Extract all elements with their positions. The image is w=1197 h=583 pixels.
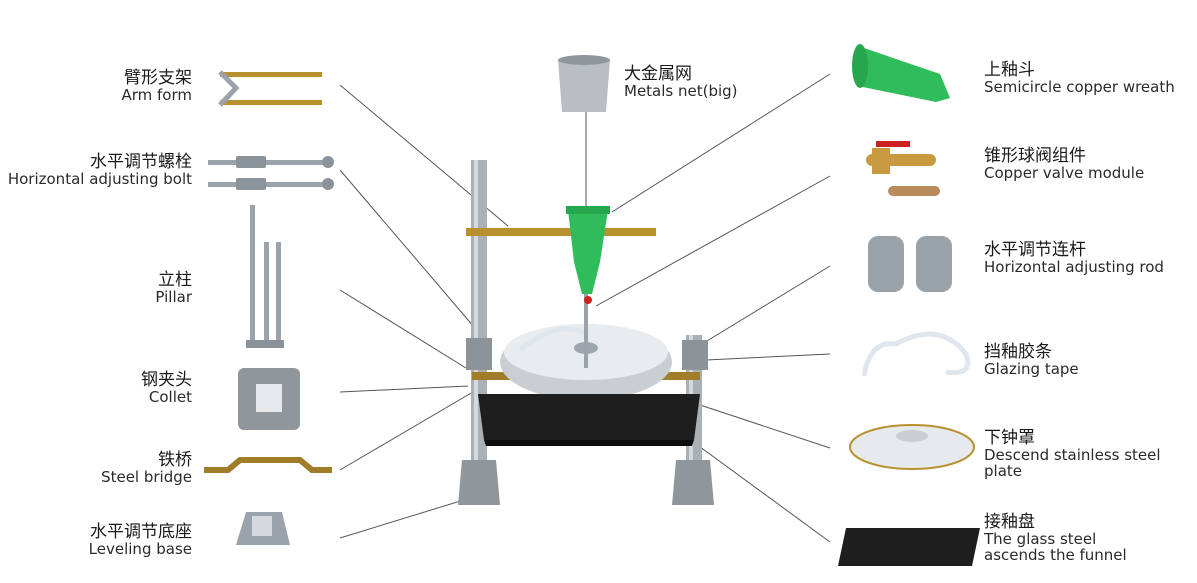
label-en: The glass steel — [984, 529, 1097, 548]
thumb-metals-net — [558, 55, 610, 112]
label-en: Collet — [148, 387, 192, 406]
thumb-bell — [849, 424, 975, 470]
thumb-tray — [838, 528, 980, 566]
label-zh: 上釉斗 — [984, 60, 1035, 80]
label-en: Descend stainless steel plate — [984, 445, 1161, 480]
label-en-line2: ascends the funnel — [984, 545, 1127, 564]
label-pillar: 立柱 Pillar — [80, 270, 192, 306]
thumb-glazing-tape — [861, 331, 971, 377]
thumb-steel-bridge — [204, 457, 332, 473]
label-en: Arm form — [121, 85, 192, 104]
leader-lines — [339, 73, 831, 543]
label-zh: 钢夹头 — [141, 370, 192, 390]
label-en: Pillar — [155, 287, 192, 306]
label-en: Copper valve module — [984, 163, 1145, 182]
thumb-valve — [866, 141, 940, 196]
label-zh: 立柱 — [158, 270, 192, 290]
label-steel-bridge: 铁桥 Steel bridge — [80, 450, 192, 486]
label-en: Semicircle copper wreath — [984, 77, 1175, 96]
label-zh: 水平调节底座 — [90, 522, 192, 542]
thumb-collet — [238, 368, 300, 430]
label-metals-net: 大金属网 Metals net(big) — [624, 64, 804, 100]
label-glazing-tape: 挡釉胶条 Glazing tape — [984, 342, 1194, 378]
label-glass-steel-funnel: 接釉盘 The glass steel ascends the funnel — [984, 512, 1194, 564]
label-en: Glazing tape — [984, 359, 1079, 378]
label-semicircle-copper-wreath: 上釉斗 Semicircle copper wreath — [984, 60, 1194, 96]
label-zh: 大金属网 — [624, 64, 692, 84]
label-en: Horizontal adjusting rod — [984, 257, 1164, 276]
arm-rod — [466, 228, 656, 236]
label-zh: 铁桥 — [158, 450, 192, 470]
label-zh: 锥形球阀组件 — [984, 146, 1086, 166]
label-zh: 挡釉胶条 — [984, 342, 1052, 362]
label-zh: 臂形支架 — [124, 68, 192, 88]
label-en: Leveling base — [88, 539, 192, 558]
label-leveling-base: 水平调节底座 Leveling base — [40, 522, 192, 558]
tray — [478, 394, 700, 440]
machine-illustration — [458, 160, 714, 505]
label-zh: 水平调节螺栓 — [90, 152, 192, 172]
label-horizontal-adjusting-rod: 水平调节连杆 Horizontal adjusting rod — [984, 240, 1194, 276]
label-zh: 水平调节连杆 — [984, 240, 1086, 260]
label-en: Horizontal adjusting bolt — [7, 169, 192, 188]
thumb-pillars — [246, 205, 284, 348]
thumb-wreath — [852, 44, 950, 102]
label-horizontal-adjusting-bolt: 水平调节螺栓 Horizontal adjusting bolt — [0, 152, 192, 188]
green-funnel — [568, 210, 608, 294]
label-copper-valve-module: 锥形球阀组件 Copper valve module — [984, 146, 1194, 182]
label-collet: 钢夹头 Collet — [80, 370, 192, 406]
label-descend-stainless-steel-plate: 下钟罩 Descend stainless steel plate — [984, 428, 1194, 480]
label-en: Steel bridge — [101, 467, 192, 486]
thumb-bolts — [208, 156, 334, 190]
thumb-arm-form — [218, 70, 322, 107]
label-zh: 下钟罩 — [984, 428, 1035, 448]
label-en: Metals net(big) — [624, 81, 738, 100]
thumb-rods — [868, 236, 952, 292]
label-arm-form: 臂形支架 Arm form — [80, 68, 192, 104]
thumb-leveling-base — [236, 512, 290, 545]
label-zh: 接釉盘 — [984, 512, 1035, 532]
